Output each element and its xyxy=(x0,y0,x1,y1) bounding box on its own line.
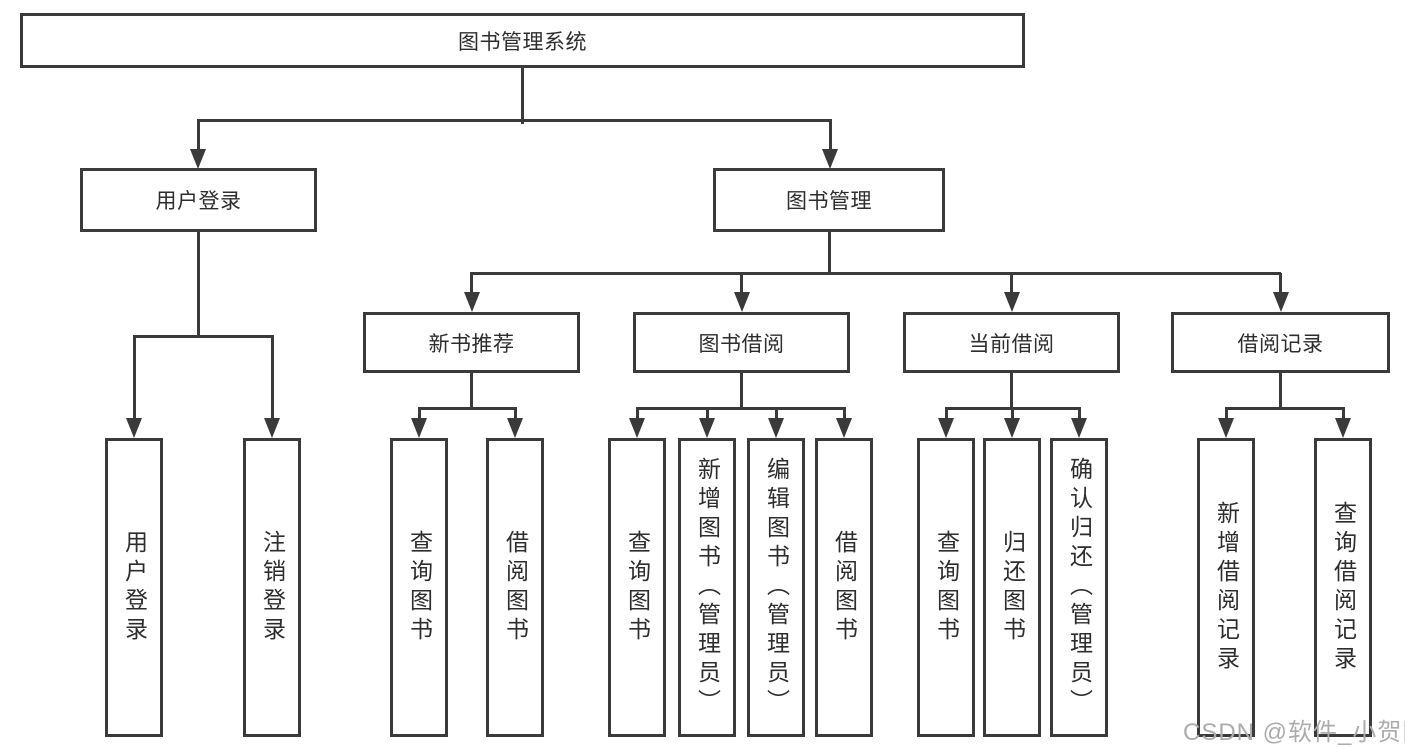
leaf-logout-label: 注销登录 xyxy=(259,529,286,646)
connector-root-stem xyxy=(521,68,524,124)
leaf-add-book-admin: 新增图书（管理员） xyxy=(678,438,736,737)
csdn-watermark-text: CSDN @软件_小贺同学 xyxy=(1183,719,1405,746)
arrow-down-edit-book-admin xyxy=(768,418,784,438)
arrow-down-confirm-return xyxy=(1071,418,1087,438)
connector-drop-add-borrow-record xyxy=(1224,408,1228,420)
node-current-borrow: 当前借阅 xyxy=(903,312,1120,373)
connector-drop-current-borrow xyxy=(1010,273,1013,296)
arrow-down-leaf-logout xyxy=(264,418,280,438)
node-user-login: 用户登录 xyxy=(80,168,317,232)
leaf-borrow-books-recommend-label: 借阅图书 xyxy=(502,529,529,646)
leaf-query-books-current: 查询图书 xyxy=(917,438,975,737)
leaf-query-books-recommend-label: 查询图书 xyxy=(406,529,433,646)
arrow-down-borrow-records xyxy=(1272,292,1289,312)
arrow-down-user-login xyxy=(190,149,206,169)
connector-drop-return-books xyxy=(1010,408,1014,420)
node-root-system-label: 图书管理系统 xyxy=(458,30,587,54)
leaf-edit-book-admin: 编辑图书（管理员） xyxy=(747,438,805,737)
arrow-down-book-management xyxy=(822,149,838,169)
connector-book-management-stem xyxy=(827,232,831,275)
leaf-query-books-recommend: 查询图书 xyxy=(390,438,448,737)
leaf-confirm-return-admin: 确认归还（管理员） xyxy=(1050,438,1108,737)
csdn-watermark: CSDN @软件_小贺同学 xyxy=(1183,712,1405,747)
node-book-management-label: 图书管理 xyxy=(786,190,872,213)
connector-borrow-records-rail xyxy=(1224,406,1345,410)
connector-drop-leaf-logout xyxy=(270,336,274,420)
arrow-down-current-borrow xyxy=(1003,292,1020,312)
leaf-query-borrow-record: 查询借阅记录 xyxy=(1314,438,1372,737)
connector-drop-borrow-books-recommend xyxy=(513,408,517,420)
node-root-system: 图书管理系统 xyxy=(20,13,1025,68)
connector-current-borrow-stem xyxy=(1010,373,1013,410)
connector-drop-edit-book-admin xyxy=(774,408,778,420)
arrow-down-query-books-recommend xyxy=(411,418,427,438)
leaf-borrow-books: 借阅图书 xyxy=(815,438,873,737)
leaf-confirm-return-admin-label: 确认归还（管理员） xyxy=(1066,457,1093,718)
connector-level3-rail xyxy=(470,271,1281,275)
leaf-add-book-admin-label: 新增图书（管理员） xyxy=(694,457,721,718)
connector-drop-add-book-admin xyxy=(705,408,709,420)
arrow-down-query-borrow-record xyxy=(1335,418,1351,438)
connector-drop-user-login xyxy=(196,120,200,153)
arrow-down-add-book-admin xyxy=(699,418,715,438)
leaf-edit-book-admin-label: 编辑图书（管理员） xyxy=(763,457,790,718)
node-book-borrow: 图书借阅 xyxy=(633,312,850,373)
connector-drop-leaf-user-login xyxy=(132,336,136,420)
leaf-add-borrow-record: 新增借阅记录 xyxy=(1197,438,1255,737)
connector-book-borrow-stem xyxy=(740,373,743,410)
connector-drop-query-books-current xyxy=(944,408,948,420)
connector-drop-borrow-records xyxy=(1279,273,1282,296)
arrow-down-borrow-books-recommend xyxy=(507,418,523,438)
leaf-add-borrow-record-label: 新增借阅记录 xyxy=(1213,500,1240,675)
connector-drop-new-book xyxy=(470,273,473,296)
node-user-login-label: 用户登录 xyxy=(155,190,242,213)
arrow-down-add-borrow-record xyxy=(1218,418,1234,438)
arrow-down-new-book xyxy=(463,292,480,312)
node-book-management: 图书管理 xyxy=(713,168,945,232)
arrow-down-leaf-user-login xyxy=(126,418,142,438)
arrow-down-return-books xyxy=(1004,418,1020,438)
node-borrow-records: 借阅记录 xyxy=(1171,312,1390,373)
arrow-down-query-books-current xyxy=(938,418,954,438)
leaf-borrow-books-recommend: 借阅图书 xyxy=(486,438,544,737)
arrow-down-borrow-books xyxy=(836,418,852,438)
connector-drop-confirm-return xyxy=(1077,408,1081,420)
connector-drop-query-borrow-record xyxy=(1341,408,1345,420)
leaf-query-books-borrow: 查询图书 xyxy=(608,438,666,737)
node-new-book-recommend-label: 新书推荐 xyxy=(428,332,515,356)
connector-new-book-stem xyxy=(470,373,473,410)
leaf-return-books: 归还图书 xyxy=(983,438,1041,737)
connector-level2-rail xyxy=(196,118,832,122)
connector-drop-book-borrow xyxy=(740,273,743,296)
leaf-logout: 注销登录 xyxy=(243,438,301,737)
connector-drop-borrow-books xyxy=(842,408,846,420)
leaf-query-borrow-record-label: 查询借阅记录 xyxy=(1330,500,1357,675)
node-book-borrow-label: 图书借阅 xyxy=(698,332,785,356)
leaf-user-login-label: 用户登录 xyxy=(121,529,148,646)
leaf-borrow-books-label: 借阅图书 xyxy=(831,529,858,646)
leaf-query-books-borrow-label: 查询图书 xyxy=(624,529,651,646)
node-borrow-records-label: 借阅记录 xyxy=(1237,332,1324,356)
connector-user-login-rail xyxy=(132,334,274,338)
leaf-query-books-current-label: 查询图书 xyxy=(933,529,960,646)
leaf-return-books-label: 归还图书 xyxy=(999,529,1026,646)
connector-new-book-rail xyxy=(417,406,517,410)
node-current-borrow-label: 当前借阅 xyxy=(968,332,1055,356)
arrow-down-book-borrow xyxy=(733,292,750,312)
connector-drop-query-books-borrow xyxy=(635,408,639,420)
connector-book-borrow-rail xyxy=(635,406,846,410)
connector-drop-book-management xyxy=(828,120,832,153)
arrow-down-query-books-borrow xyxy=(629,418,645,438)
connector-borrow-records-stem xyxy=(1279,373,1282,410)
node-new-book-recommend: 新书推荐 xyxy=(363,312,580,373)
leaf-user-login: 用户登录 xyxy=(105,438,163,737)
connector-drop-query-books-recommend xyxy=(417,408,421,420)
connector-user-login-stem xyxy=(197,232,200,338)
